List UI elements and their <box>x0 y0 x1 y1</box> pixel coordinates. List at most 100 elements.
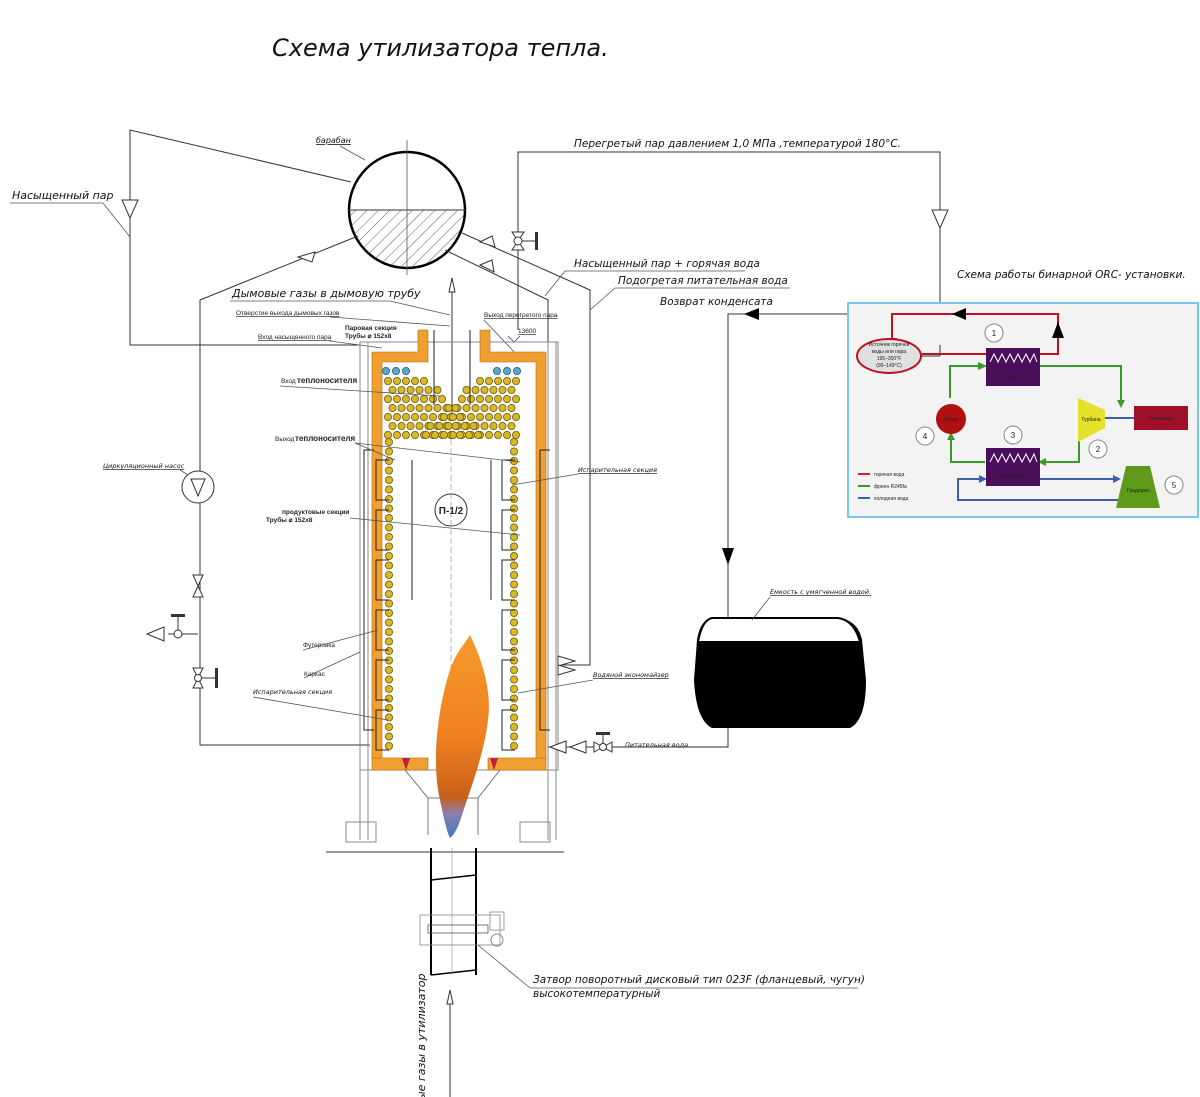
tube <box>439 412 448 421</box>
tube <box>509 732 518 741</box>
tube <box>509 618 518 627</box>
tube <box>384 466 393 475</box>
valve-label-line1: Затвор поворотный дисковый тип 023F (фла… <box>533 974 865 986</box>
tube <box>509 704 518 713</box>
tube <box>493 430 502 439</box>
coolant-in-prefix: Вход <box>281 378 296 385</box>
tube <box>406 385 415 394</box>
tube <box>493 376 502 385</box>
tube <box>383 412 392 421</box>
tube <box>384 561 393 570</box>
tube <box>388 385 397 394</box>
tube <box>384 514 393 523</box>
orc-legend-freon: фреон R245fa <box>874 484 907 490</box>
flow-line <box>363 449 374 731</box>
tube <box>509 647 518 656</box>
tube <box>509 485 518 494</box>
tube <box>397 403 406 412</box>
steam-valve[interactable] <box>511 231 538 251</box>
tube <box>419 412 428 421</box>
tube <box>410 394 419 403</box>
softened-water-tank <box>694 617 866 728</box>
tube <box>392 412 401 421</box>
tube <box>471 385 480 394</box>
frame-label: Каркас <box>304 671 326 678</box>
tube <box>437 394 446 403</box>
tube <box>464 430 473 439</box>
orc-source-line2: воды или пара <box>872 349 906 355</box>
tube <box>509 609 518 618</box>
steam-tube <box>513 366 522 375</box>
tube <box>384 666 393 675</box>
tube <box>448 430 457 439</box>
orc-source-line4: (90–149°C) <box>876 363 902 369</box>
tube <box>493 412 502 421</box>
orc-turbine-label: Турбина <box>1081 417 1100 423</box>
tube <box>498 385 507 394</box>
serpentine-loop <box>501 659 515 701</box>
tube <box>384 704 393 713</box>
tube <box>384 590 393 599</box>
tube <box>455 412 464 421</box>
tube <box>509 437 518 446</box>
tube <box>502 376 511 385</box>
tube <box>384 637 393 646</box>
lower-valve[interactable] <box>192 667 218 689</box>
tube <box>421 430 430 439</box>
serpentine-loop <box>501 459 515 501</box>
tube <box>406 421 415 430</box>
flow-line <box>539 449 550 731</box>
drain-valve[interactable] <box>145 614 198 642</box>
tube <box>448 412 457 421</box>
tube <box>466 412 475 421</box>
butterfly-valve[interactable] <box>419 911 505 947</box>
elevation-label: 13600 <box>518 328 536 335</box>
tube <box>384 713 393 722</box>
serpentine-loop <box>375 459 389 501</box>
tube <box>419 394 428 403</box>
tube <box>424 403 433 412</box>
drum <box>347 140 467 275</box>
tube <box>384 580 393 589</box>
tube <box>406 403 415 412</box>
serpentine-loop <box>501 559 515 601</box>
tube <box>509 552 518 561</box>
tube <box>509 713 518 722</box>
tube <box>484 412 493 421</box>
coolant-in-label: теплоносителя <box>297 376 357 385</box>
flue-gas-out-label: Дымовые газы в дымовую трубу <box>231 287 421 300</box>
tube <box>384 504 393 513</box>
tube <box>384 494 393 503</box>
sat-steam-hot-water-label: Насыщенный пар + горячая вода <box>574 258 760 270</box>
saturated-steam-label: Насыщенный пар <box>12 189 114 202</box>
tube <box>509 561 518 570</box>
orc-title: Схема работы бинарной ORC- установки. <box>957 269 1186 281</box>
tube <box>509 637 518 646</box>
orc-condenser-label: Конденсатор <box>998 474 1028 480</box>
tube <box>384 533 393 542</box>
tube <box>384 475 393 484</box>
steam-tube <box>401 366 410 375</box>
tube <box>475 412 484 421</box>
tube <box>384 647 393 656</box>
tube <box>384 675 393 684</box>
serpentine-loop <box>375 509 389 551</box>
serpentine-loop <box>375 659 389 701</box>
serpentine-loop <box>375 709 389 751</box>
tube <box>397 385 406 394</box>
tube <box>384 742 393 751</box>
serpentine-loop <box>501 509 515 551</box>
tube <box>384 552 393 561</box>
pump-valve[interactable] <box>192 574 204 598</box>
tube <box>489 385 498 394</box>
tube <box>384 732 393 741</box>
circulation-pump[interactable] <box>181 470 215 504</box>
diagram-title: Схема утилизатора тепла. <box>272 34 609 62</box>
tube <box>388 421 397 430</box>
product-sections-label: продуктовые секции <box>282 509 349 516</box>
tube <box>384 523 393 532</box>
serpentine-loop <box>501 609 515 651</box>
tube <box>509 723 518 732</box>
feed-water-valve[interactable] <box>593 732 613 753</box>
